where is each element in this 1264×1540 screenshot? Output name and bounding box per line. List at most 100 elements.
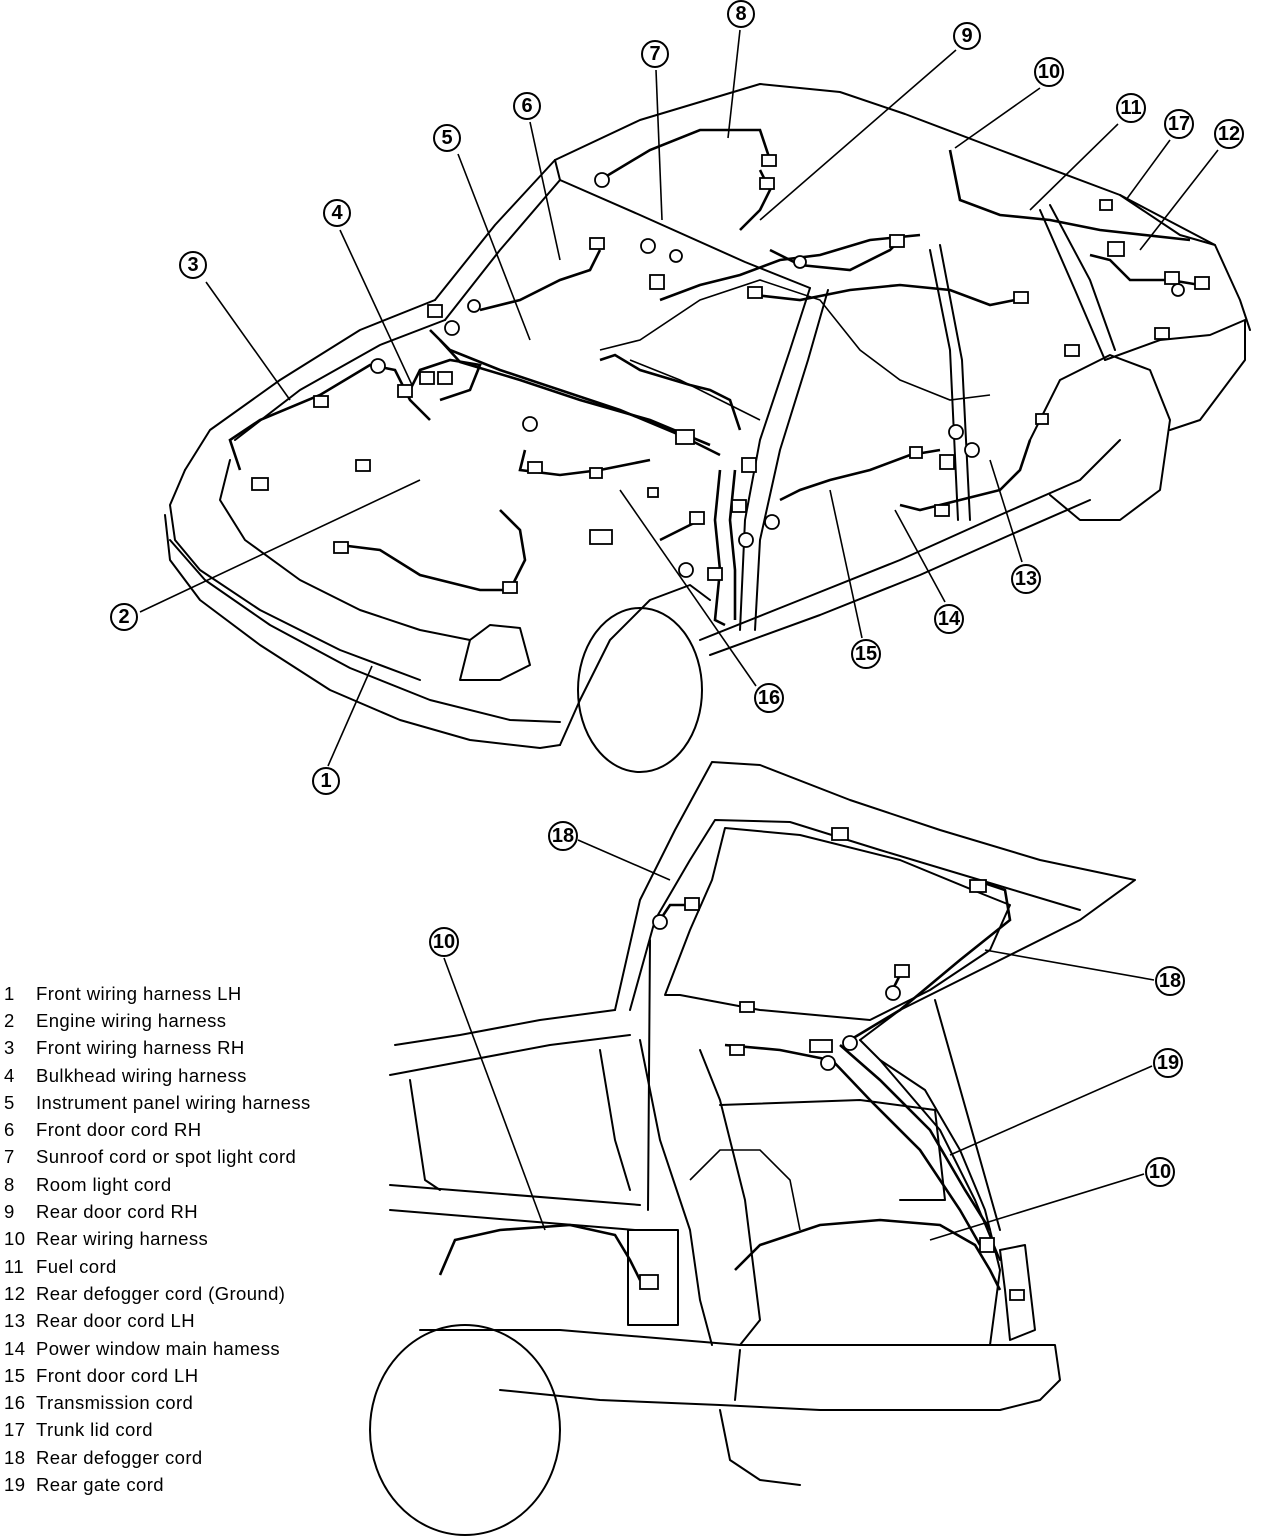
callout-18-left: 18 bbox=[548, 821, 578, 851]
svg-text:10: 10 bbox=[1149, 1161, 1171, 1183]
legend-item: 12 Rear defogger cord (Ground) bbox=[4, 1280, 364, 1307]
legend-item-label: Engine wiring harness bbox=[36, 1009, 227, 1031]
callout-10-rear-left: 10 bbox=[429, 927, 459, 957]
legend-item-number: 12 bbox=[4, 1282, 26, 1304]
svg-text:3: 3 bbox=[187, 254, 198, 276]
svg-text:7: 7 bbox=[649, 43, 660, 65]
legend-item-label: Front wiring harness RH bbox=[36, 1037, 245, 1059]
svg-text:1: 1 bbox=[320, 770, 331, 792]
legend-item: 5 Instrument panel wiring harness bbox=[4, 1089, 364, 1116]
legend: 1 Front wiring harness LH 2 Engine wiring h… bbox=[4, 980, 364, 1499]
legend-item-number: 4 bbox=[4, 1064, 15, 1086]
legend-item-label: Sunroof cord or spot light cord bbox=[36, 1146, 297, 1168]
legend-item-number: 11 bbox=[4, 1255, 25, 1277]
svg-text:10: 10 bbox=[433, 931, 455, 953]
leader-lines bbox=[139, 29, 1219, 1241]
svg-text:8: 8 bbox=[735, 3, 746, 25]
callout-12: 12 bbox=[1214, 119, 1244, 149]
legend-item-number: 18 bbox=[4, 1446, 26, 1468]
connectors-rear bbox=[639, 827, 1025, 1301]
callout-19: 19 bbox=[1153, 1048, 1183, 1078]
callout-2: 2 bbox=[110, 603, 138, 631]
legend-item-number: 13 bbox=[4, 1310, 26, 1332]
svg-text:19: 19 bbox=[1157, 1052, 1179, 1074]
svg-text:15: 15 bbox=[855, 643, 877, 665]
harness-routing bbox=[228, 128, 1201, 627]
legend-item: 17 Trunk lid cord bbox=[4, 1417, 364, 1444]
legend-item-label: Trunk lid cord bbox=[36, 1419, 153, 1441]
svg-text:5: 5 bbox=[441, 127, 452, 149]
harness-routing-rear bbox=[438, 878, 1012, 1291]
svg-text:6: 6 bbox=[521, 95, 532, 117]
callout-7: 7 bbox=[641, 40, 669, 68]
legend-item-label: Front door cord RH bbox=[36, 1119, 202, 1141]
callout-9: 9 bbox=[953, 22, 981, 50]
callout-18-right: 18 bbox=[1155, 966, 1185, 996]
svg-text:9: 9 bbox=[961, 25, 972, 47]
svg-text:11: 11 bbox=[1120, 97, 1141, 119]
svg-text:12: 12 bbox=[1218, 123, 1240, 145]
callout-10-top: 10 bbox=[1034, 57, 1064, 87]
legend-item-label: Rear gate cord bbox=[36, 1473, 164, 1495]
svg-text:16: 16 bbox=[758, 687, 780, 709]
legend-item-number: 9 bbox=[4, 1201, 15, 1223]
svg-text:13: 13 bbox=[1015, 568, 1037, 590]
legend-item-number: 2 bbox=[4, 1009, 15, 1031]
legend-item-number: 7 bbox=[4, 1146, 15, 1168]
legend-item-label: Rear defogger cord (Ground) bbox=[36, 1282, 286, 1304]
callout-1: 1 bbox=[312, 767, 340, 795]
car-body-outline bbox=[164, 83, 1251, 773]
svg-text:14: 14 bbox=[938, 608, 961, 630]
callout-13: 13 bbox=[1011, 564, 1041, 594]
legend-item-label: Front door cord LH bbox=[36, 1364, 199, 1386]
legend-item: 10 Rear wiring harness bbox=[4, 1226, 364, 1253]
svg-text:18: 18 bbox=[552, 825, 574, 847]
legend-item-label: Rear door cord RH bbox=[36, 1201, 199, 1223]
legend-item-number: 19 bbox=[4, 1473, 26, 1495]
callout-14: 14 bbox=[934, 604, 964, 634]
legend-item-label: Front wiring harness LH bbox=[36, 982, 242, 1004]
legend-item-number: 16 bbox=[4, 1392, 26, 1414]
callout-3: 3 bbox=[179, 251, 207, 279]
legend-item-number: 1 bbox=[4, 982, 15, 1004]
legend-item-number: 3 bbox=[4, 1037, 15, 1059]
legend-item: 13 Rear door cord LH bbox=[4, 1308, 364, 1335]
legend-item-label: Rear defogger cord bbox=[36, 1446, 203, 1468]
callout-4: 4 bbox=[323, 199, 351, 227]
callout-10-rear-right: 10 bbox=[1145, 1157, 1175, 1187]
svg-text:18: 18 bbox=[1159, 970, 1181, 992]
callout-16: 16 bbox=[754, 683, 784, 713]
svg-text:10: 10 bbox=[1038, 61, 1060, 83]
callout-15: 15 bbox=[851, 639, 881, 669]
legend-item: 2 Engine wiring harness bbox=[4, 1007, 364, 1034]
callout-11: 11 bbox=[1116, 93, 1146, 123]
legend-item-label: Room light cord bbox=[36, 1173, 172, 1195]
legend-item-label: Rear door cord LH bbox=[36, 1310, 195, 1332]
svg-text:4: 4 bbox=[331, 202, 343, 224]
legend-item: 3 Front wiring harness RH bbox=[4, 1035, 364, 1062]
callout-17: 17 bbox=[1164, 109, 1194, 139]
legend-item-number: 10 bbox=[4, 1228, 26, 1250]
legend-item-label: Instrument panel wiring harness bbox=[36, 1091, 311, 1113]
rear-hatch-outline bbox=[369, 761, 1136, 1536]
legend-item: 1 Front wiring harness LH bbox=[4, 980, 364, 1007]
legend-item-number: 17 bbox=[4, 1419, 26, 1441]
legend-item-label: Power window main hamess bbox=[36, 1337, 281, 1359]
callout-5: 5 bbox=[433, 124, 461, 152]
callout-8: 8 bbox=[727, 0, 755, 28]
legend-item-number: 8 bbox=[4, 1173, 15, 1195]
legend-item-number: 14 bbox=[4, 1337, 26, 1359]
legend-item: 9 Rear door cord RH bbox=[4, 1198, 364, 1225]
svg-text:2: 2 bbox=[118, 606, 129, 628]
connectors-top bbox=[251, 154, 1210, 594]
legend-item: 7 Sunroof cord or spot light cord bbox=[4, 1144, 364, 1171]
legend-item-number: 5 bbox=[4, 1091, 15, 1113]
legend-item-label: Rear wiring harness bbox=[36, 1228, 209, 1250]
legend-item: 19 Rear gate cord bbox=[4, 1471, 364, 1498]
